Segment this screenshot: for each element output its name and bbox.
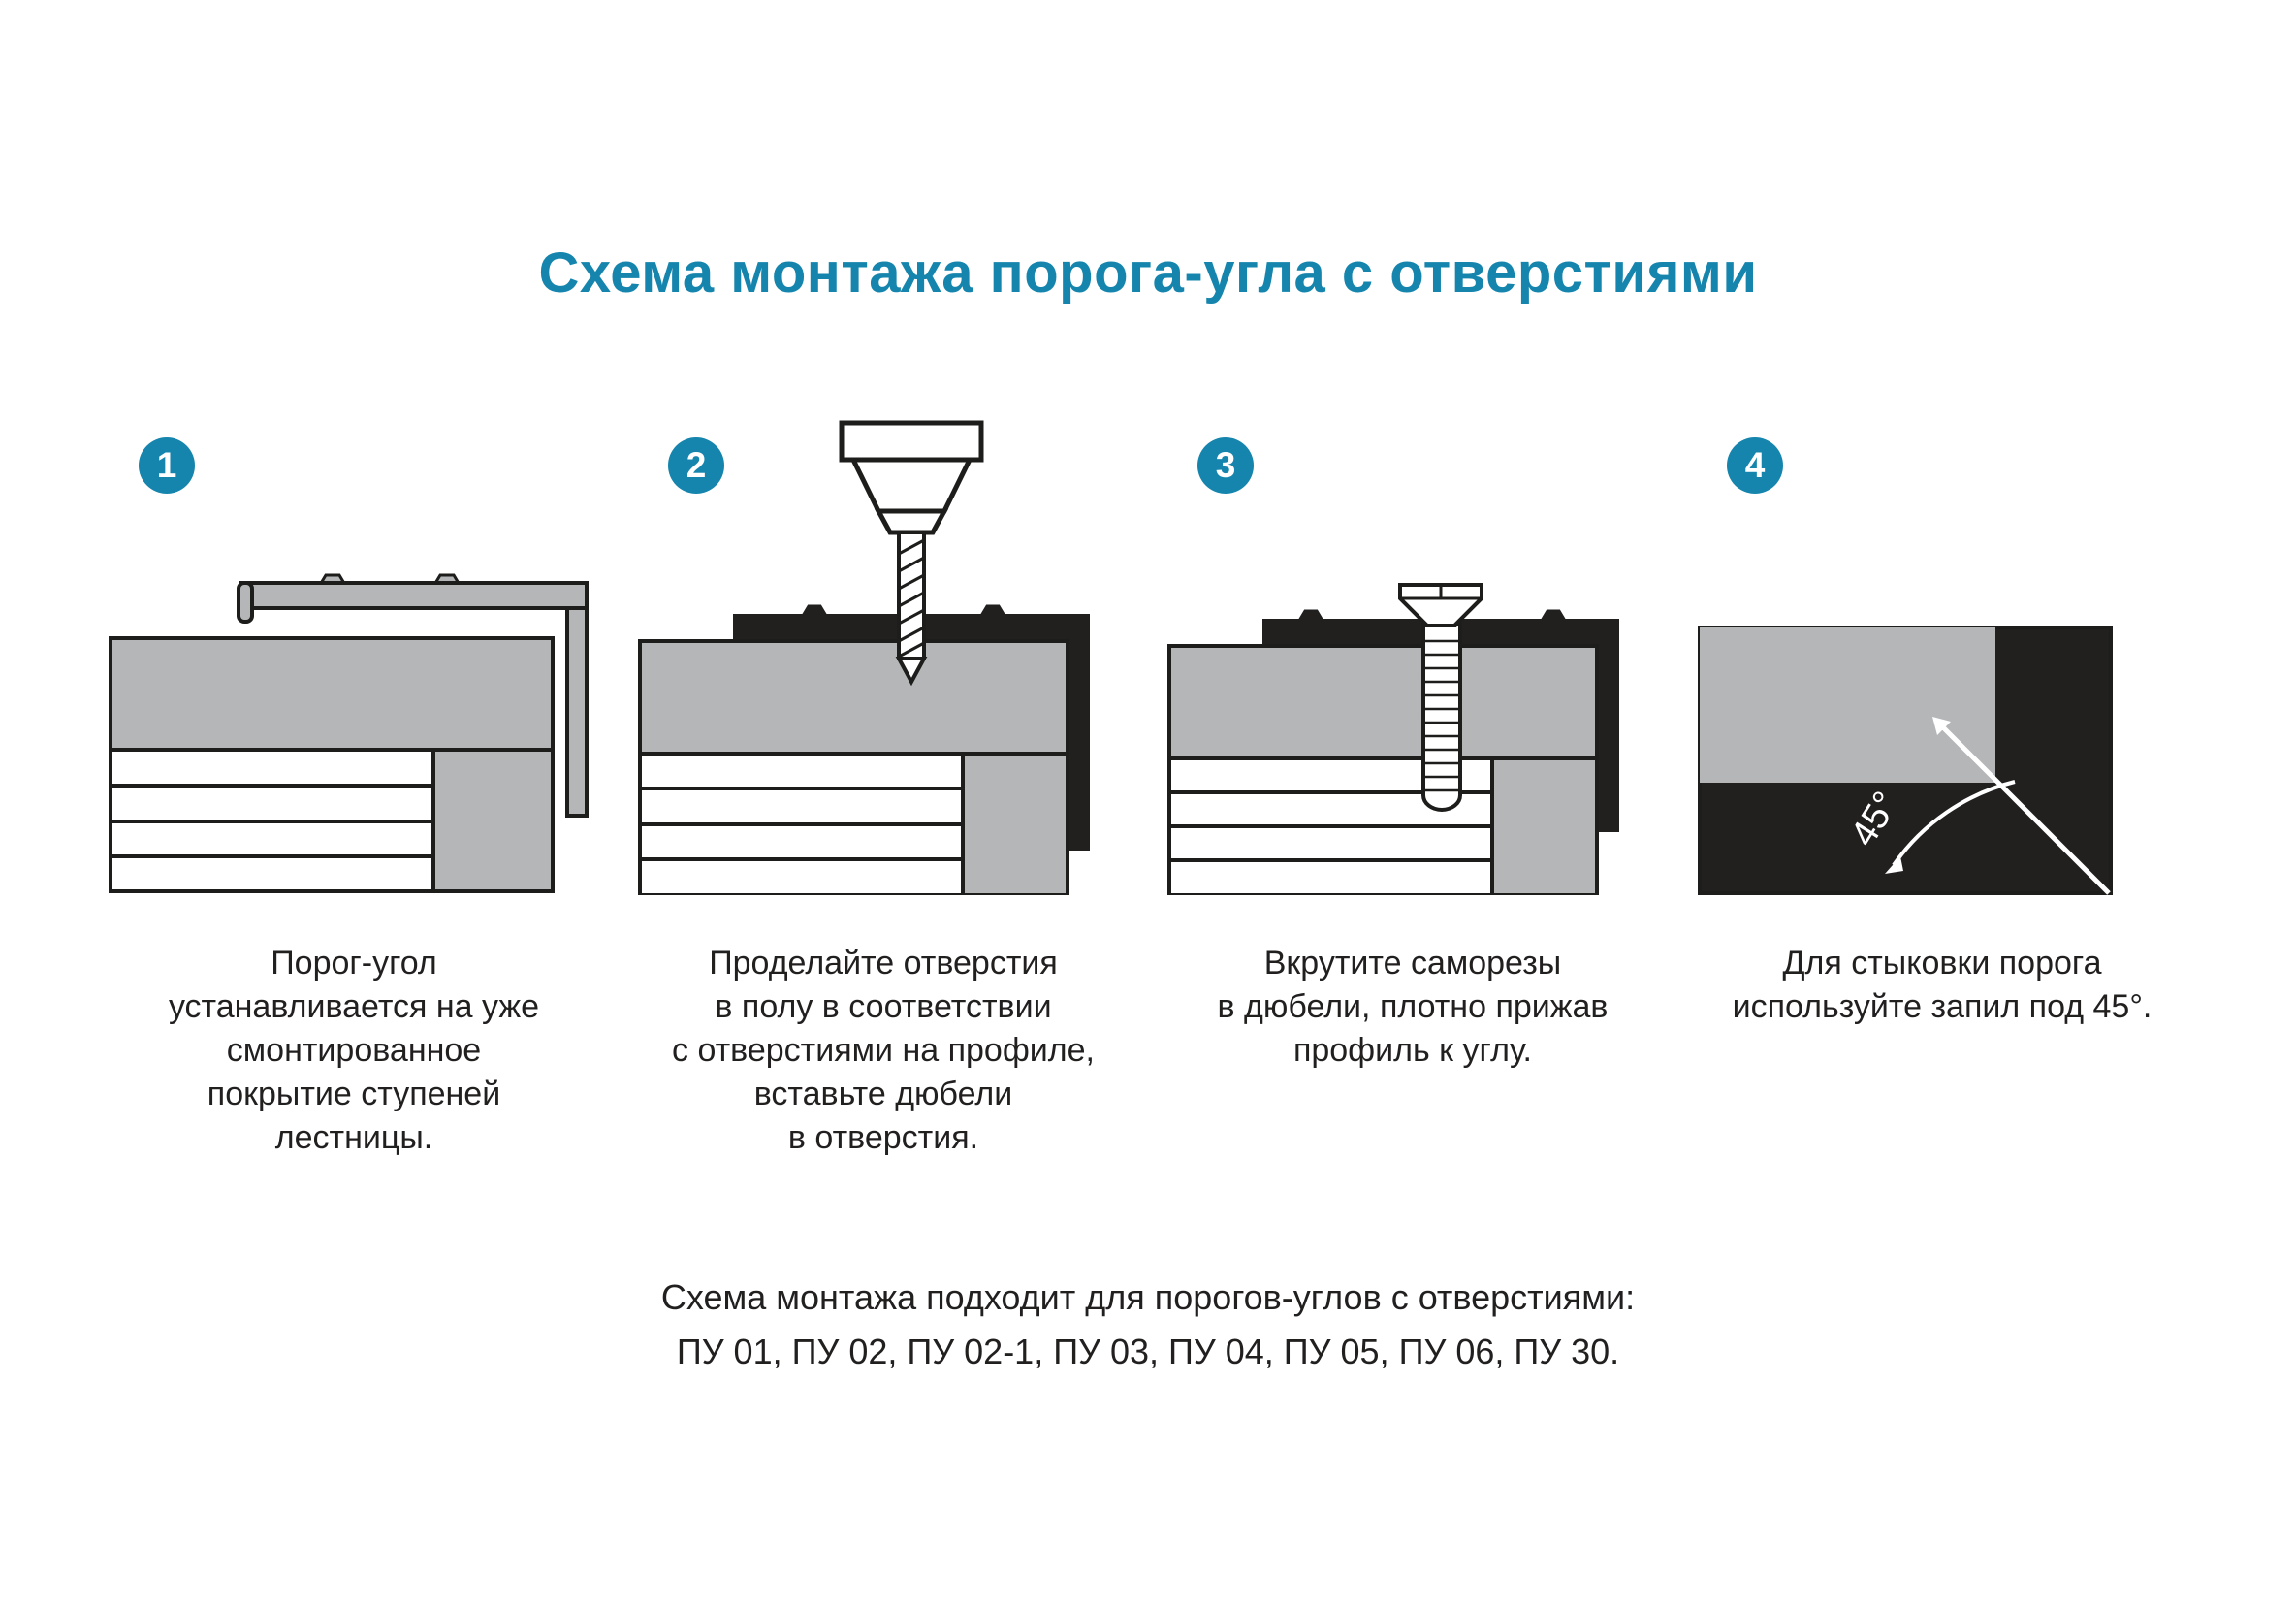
corner-profile-on-step-drawing xyxy=(109,573,589,893)
step-caption: Порог-угол устанавливается на уже смонти… xyxy=(168,945,540,1156)
step-number-badge: 2 xyxy=(668,437,724,494)
compatibility-note: Схема монтажа подходит для порогов-углов… xyxy=(0,1270,2296,1379)
step-number-badge: 4 xyxy=(1727,437,1783,494)
drilling-holes-drawing xyxy=(638,420,1090,895)
step3-illustration xyxy=(1161,432,1665,895)
step-panel-2: 2 xyxy=(631,420,1135,1159)
corner-profile-icon xyxy=(237,573,589,818)
dowel-icon xyxy=(1421,622,1462,812)
step1-illustration xyxy=(102,432,606,895)
compatibility-note-line1: Схема монтажа подходит для порогов-углов… xyxy=(660,1277,1636,1317)
miter-line xyxy=(1932,717,2111,895)
profile-gray-area xyxy=(1700,627,1995,783)
stair-cross-section xyxy=(1167,644,1599,895)
step-number-badge: 1 xyxy=(139,437,195,494)
drill-icon xyxy=(839,420,984,687)
stair-cross-section xyxy=(638,639,1069,895)
step4-illustration: 45° xyxy=(1690,432,2194,895)
step2-illustration xyxy=(631,420,1135,895)
steps-row: 1 xyxy=(102,420,2194,1159)
miter-joint-drawing: 45° xyxy=(1698,626,2113,895)
step-caption: Проделайте отверстия в полу в соответств… xyxy=(672,945,1095,1156)
screw-icon xyxy=(1398,583,1483,627)
step-number-badge: 3 xyxy=(1197,437,1254,494)
diagram-title: Схема монтажа порога-угла с отверстиями xyxy=(538,241,1758,305)
step-panel-1: 1 xyxy=(102,432,606,1159)
stair-cross-section xyxy=(109,636,555,893)
step-caption: Для стыковки порога используйте запил по… xyxy=(1732,945,2152,1025)
screw-into-dowel-drawing xyxy=(1167,583,1619,895)
step-caption: Вкрутите саморезы в дюбели, плотно прижа… xyxy=(1217,945,1609,1069)
compatibility-note-line2: ПУ 01, ПУ 02, ПУ 02-1, ПУ 03, ПУ 04, ПУ … xyxy=(676,1331,1620,1371)
step-panel-4: 4 45° Для стыковки порога исполь xyxy=(1690,432,2194,1159)
step-panel-3: 3 xyxy=(1161,432,1665,1159)
